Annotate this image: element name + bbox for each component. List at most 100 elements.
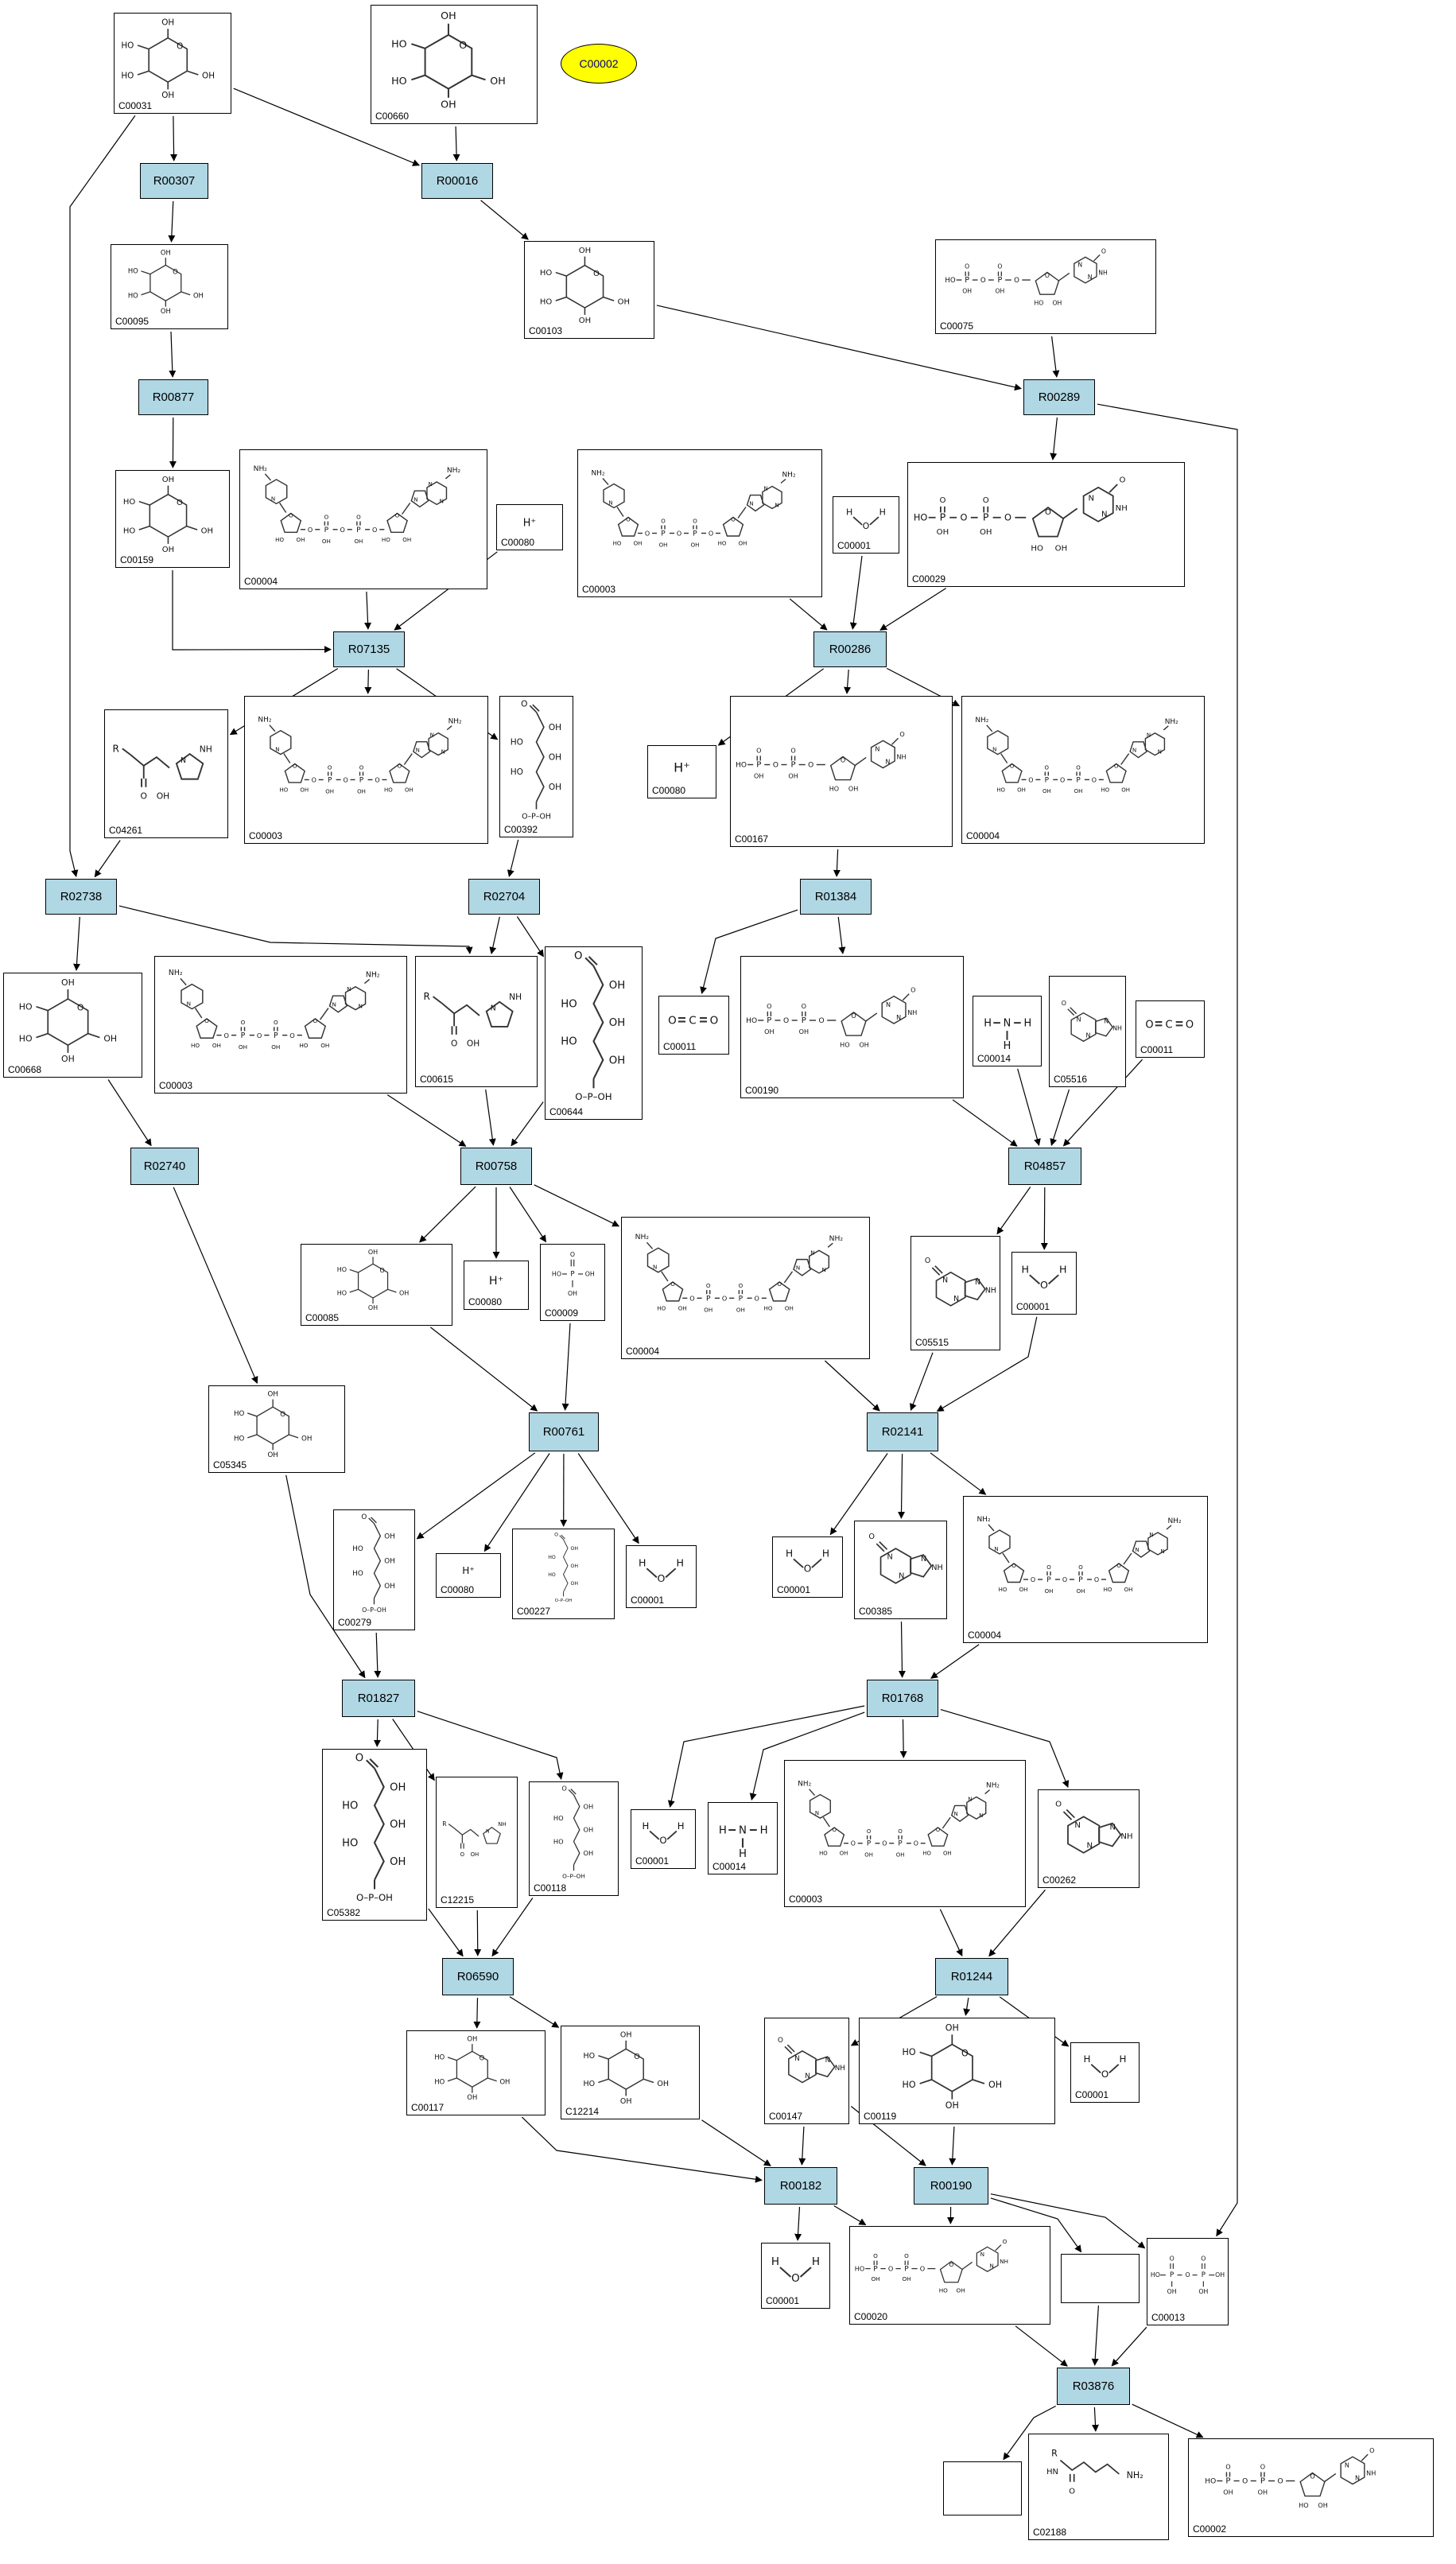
- svg-text:HO: HO: [552, 1271, 561, 1278]
- compound-c00080[interactable]: H⁺C00080: [436, 1553, 501, 1598]
- compound-c00080[interactable]: H⁺C00080: [464, 1261, 529, 1310]
- reaction-r01244[interactable]: R01244: [935, 1958, 1008, 1995]
- reaction-r02141[interactable]: R02141: [867, 1412, 938, 1451]
- svg-text:HO: HO: [391, 37, 407, 49]
- compound-c00080[interactable]: H⁺C00080: [496, 504, 563, 550]
- reaction-r00761[interactable]: R00761: [529, 1412, 599, 1451]
- svg-text:NH₂: NH₂: [1167, 1517, 1182, 1525]
- reaction-r00016[interactable]: R00016: [421, 163, 493, 199]
- svg-text:O: O: [77, 1003, 84, 1013]
- svg-text:H: H: [812, 2255, 820, 2268]
- reaction-r03876[interactable]: R03876: [1057, 2368, 1130, 2405]
- svg-text:N: N: [875, 745, 879, 752]
- svg-text:OH: OH: [212, 1042, 221, 1049]
- svg-text:OH: OH: [162, 476, 174, 484]
- reaction-r00286[interactable]: R00286: [813, 631, 887, 667]
- reaction-r02738[interactable]: R02738: [45, 879, 117, 915]
- reaction-r00758[interactable]: R00758: [460, 1148, 532, 1185]
- svg-text:NH: NH: [1120, 1832, 1132, 1841]
- svg-text:O: O: [710, 1015, 719, 1028]
- reaction-r00190[interactable]: R00190: [914, 2167, 988, 2205]
- svg-text:NH₂: NH₂: [448, 718, 462, 726]
- compound-id-label: C00668: [8, 1064, 42, 1075]
- reaction-r00877[interactable]: R00877: [138, 379, 208, 415]
- svg-text:NH: NH: [931, 1564, 943, 1572]
- reaction-r06590[interactable]: R06590: [442, 1958, 514, 1995]
- svg-text:HO: HO: [1031, 544, 1043, 553]
- reaction-r07135[interactable]: R07135: [333, 631, 405, 667]
- reaction-r00289[interactable]: R00289: [1023, 379, 1095, 415]
- svg-text:O: O: [554, 1533, 558, 1538]
- reaction-r00182[interactable]: R00182: [764, 2167, 837, 2205]
- reaction-r01768[interactable]: R01768: [867, 1680, 938, 1717]
- svg-text:O: O: [343, 776, 347, 783]
- svg-text:HO: HO: [922, 1851, 931, 1857]
- reaction-r02740[interactable]: R02740: [130, 1148, 199, 1185]
- compound-c00080[interactable]: H⁺C00080: [647, 745, 716, 798]
- reaction-r01384[interactable]: R01384: [800, 879, 872, 915]
- reaction-r02704[interactable]: R02704: [468, 879, 540, 915]
- reaction-r01827[interactable]: R01827: [342, 1680, 415, 1717]
- reaction-r00307[interactable]: R00307: [140, 163, 208, 199]
- reaction-r04857[interactable]: R04857: [1008, 1148, 1081, 1185]
- svg-text:NH₂: NH₂: [976, 1516, 991, 1524]
- map-link-c00002[interactable]: C00002: [561, 44, 637, 84]
